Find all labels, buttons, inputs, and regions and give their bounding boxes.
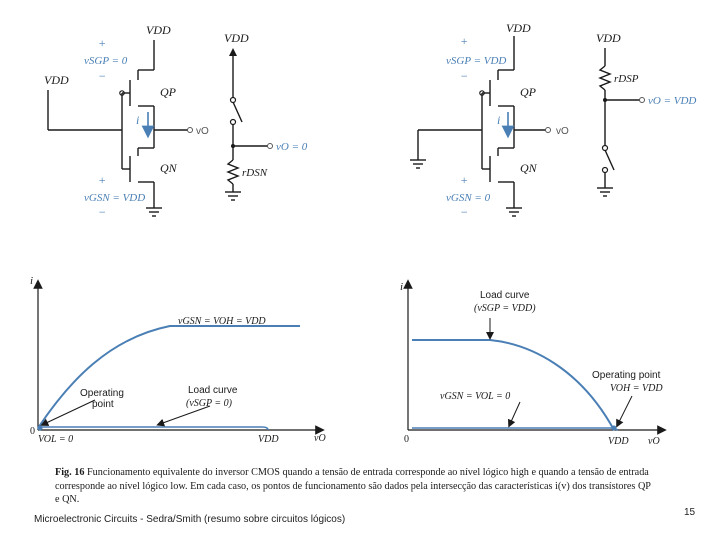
left-graph-load-2: (vSGP = 0) <box>186 398 233 409</box>
right-qn-label: QN <box>520 161 538 175</box>
right-pmos-curve <box>412 339 615 431</box>
page-number: 15 <box>684 507 696 518</box>
right-vdd-top: VDD <box>506 21 531 35</box>
right-vo-label: vO <box>556 126 569 137</box>
left-vdd-top: VDD <box>146 23 171 37</box>
right-iv-graph <box>403 279 667 435</box>
left-vo-label: vO <box>196 126 209 137</box>
left-minus-sgp: − <box>98 69 106 83</box>
left-graph-vdd: VDD <box>258 434 279 445</box>
right-switch-vdd: VDD <box>596 31 621 45</box>
right-qp-label: QP <box>520 85 537 99</box>
right-current-label: i <box>497 113 500 127</box>
left-graph-op-1: Operating <box>80 388 124 399</box>
left-graph-curve-label: vGSN = VOH = VDD <box>178 316 266 327</box>
page-footer: Microelectronic Circuits - Sedra/Smith (… <box>34 514 346 525</box>
figure-number: Fig. 16 <box>55 467 85 478</box>
left-plus-gsn: + <box>98 173 106 187</box>
right-vgsn-label: vGSN = 0 <box>446 192 491 204</box>
right-graph-load-1: Load curve <box>480 290 530 301</box>
right-graph-op-2: VOH = VDD <box>610 383 663 394</box>
right-graph-origin: 0 <box>404 434 409 445</box>
left-graph-load-1: Load curve <box>188 385 238 396</box>
left-switch-vo: vO = 0 <box>276 141 308 153</box>
right-vsgp-label: vSGP = VDD <box>446 55 506 67</box>
right-operating-point <box>611 425 617 431</box>
right-vo-node <box>545 127 551 133</box>
left-vdd-gate: VDD <box>44 73 69 87</box>
right-switch-rdsp: rDSP <box>614 73 639 85</box>
left-switch-vdd: VDD <box>224 31 249 45</box>
left-load-curve <box>38 426 269 431</box>
right-minus-sgp: − <box>460 69 468 83</box>
left-vo-node <box>187 127 193 133</box>
right-switch-vo: vO = VDD <box>648 95 696 107</box>
figure-caption-text: Funcionamento equivalente do inversor CM… <box>55 467 651 505</box>
left-plus-sgp: + <box>98 36 106 50</box>
right-graph-y-label: i <box>400 281 403 293</box>
right-inverter-circuit <box>410 36 548 217</box>
left-nmos-curve <box>37 325 300 429</box>
left-graph-vol: VOL = 0 <box>38 434 73 445</box>
right-graph-vdd: VDD <box>608 436 629 447</box>
left-qp-label: QP <box>160 85 177 99</box>
right-plus-sgp: + <box>460 34 468 48</box>
right-switch-model <box>597 48 640 197</box>
left-minus-gsn: − <box>98 205 106 219</box>
right-graph-load-2: (vSGP = VDD) <box>474 303 536 314</box>
right-graph-x-label: vO <box>648 436 660 447</box>
right-minus-gsn: − <box>460 205 468 219</box>
right-graph-curve-label: vGSN = VOL = 0 <box>440 391 510 402</box>
left-iv-graph <box>33 279 325 435</box>
right-graph-op-1: Operating point <box>592 370 661 381</box>
left-qn-label: QN <box>160 161 178 175</box>
left-inverter-circuit <box>47 40 190 217</box>
left-graph-op-2: point <box>92 399 114 410</box>
left-vdd-arrow <box>229 48 237 56</box>
left-switch-rdsn: rDSN <box>242 167 268 179</box>
left-graph-y-label: i <box>30 275 33 287</box>
figure-caption: Fig. 16 Funcionamento equivalente do inv… <box>55 466 655 507</box>
left-graph-x-label: vO <box>314 433 326 444</box>
left-graph-origin: 0 <box>30 426 35 437</box>
left-operating-point <box>37 425 43 431</box>
right-plus-gsn: + <box>460 173 468 187</box>
left-current-label: i <box>136 113 139 127</box>
left-vgsn-label: vGSN = VDD <box>84 192 145 204</box>
left-vsgp-label: vSGP = 0 <box>84 55 128 67</box>
left-switch-model <box>225 52 268 201</box>
